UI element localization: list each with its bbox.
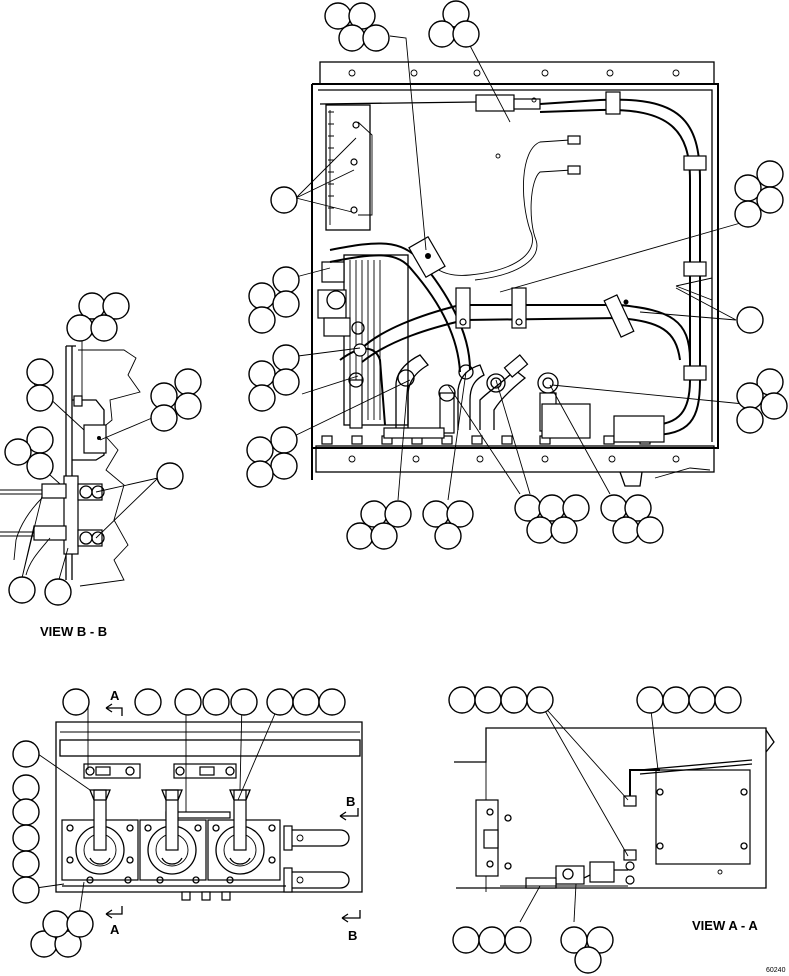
flange-holes bbox=[348, 69, 680, 77]
callout-group bbox=[248, 266, 300, 334]
callout-group bbox=[66, 292, 130, 342]
callout-group bbox=[246, 426, 298, 488]
section-arrow-b-bottom bbox=[341, 910, 361, 923]
main-cable-top bbox=[539, 98, 701, 436]
heavy-cable-1 bbox=[329, 242, 471, 371]
unit-bolts bbox=[66, 824, 276, 884]
section-letter-b-bottom: B bbox=[348, 928, 357, 943]
view-b-b-drawing bbox=[0, 345, 141, 587]
plan-view-drawing bbox=[55, 703, 363, 923]
a-a-relay-box bbox=[655, 769, 751, 865]
callout-bubbles bbox=[4, 0, 788, 974]
callout-group bbox=[452, 926, 532, 954]
main-enclosure-view bbox=[311, 61, 719, 487]
callout-group bbox=[600, 494, 664, 544]
section-arrow-b-top bbox=[339, 808, 359, 821]
view-a-a-title: VIEW A - A bbox=[692, 918, 758, 933]
callout-group bbox=[30, 910, 94, 958]
heavy-cable-2 bbox=[359, 304, 691, 361]
leader-lines bbox=[21, 35, 745, 923]
callout-group bbox=[636, 686, 742, 714]
top-flange bbox=[319, 61, 715, 85]
callout-group bbox=[44, 578, 72, 606]
bottom-flange bbox=[315, 445, 715, 473]
bottom-flange-holes bbox=[348, 455, 680, 463]
section-arrow-a-bottom bbox=[105, 906, 123, 919]
callout-group bbox=[150, 368, 202, 432]
callout-group bbox=[736, 306, 764, 334]
callout-group bbox=[734, 160, 784, 228]
section-letter-a-top: A bbox=[110, 688, 120, 703]
section-letter-a-bottom: A bbox=[110, 922, 120, 937]
callout-group bbox=[736, 368, 788, 434]
a-a-enclosure bbox=[454, 727, 767, 889]
plan-outer-frame bbox=[55, 721, 363, 893]
callout-group bbox=[8, 576, 36, 604]
callout-group bbox=[12, 740, 40, 904]
section-arrow-a-top bbox=[105, 703, 123, 716]
callout-group bbox=[324, 2, 390, 52]
callout-group bbox=[514, 494, 590, 544]
section-letter-b-top: B bbox=[346, 794, 355, 809]
switch-units bbox=[61, 789, 281, 884]
b-b-connectors bbox=[0, 475, 105, 576]
callout-group bbox=[346, 500, 412, 550]
callout-group bbox=[156, 462, 184, 490]
plan-cable-loops bbox=[283, 825, 350, 893]
top-relay bbox=[475, 94, 515, 112]
enclosure-box bbox=[311, 83, 719, 480]
callout-group bbox=[428, 0, 480, 48]
view-b-b-title: VIEW B - B bbox=[40, 624, 107, 639]
callout-group bbox=[26, 358, 54, 412]
view-a-a-drawing bbox=[454, 727, 775, 892]
callout-group bbox=[422, 500, 474, 550]
terminal-posts bbox=[348, 354, 665, 443]
callout-group bbox=[270, 186, 298, 214]
callout-group bbox=[4, 426, 54, 480]
callout-group bbox=[560, 926, 614, 974]
callout-group bbox=[448, 686, 554, 714]
callout-group bbox=[248, 344, 300, 412]
figure-number: 60240 bbox=[766, 967, 786, 974]
callout-group bbox=[62, 688, 346, 716]
